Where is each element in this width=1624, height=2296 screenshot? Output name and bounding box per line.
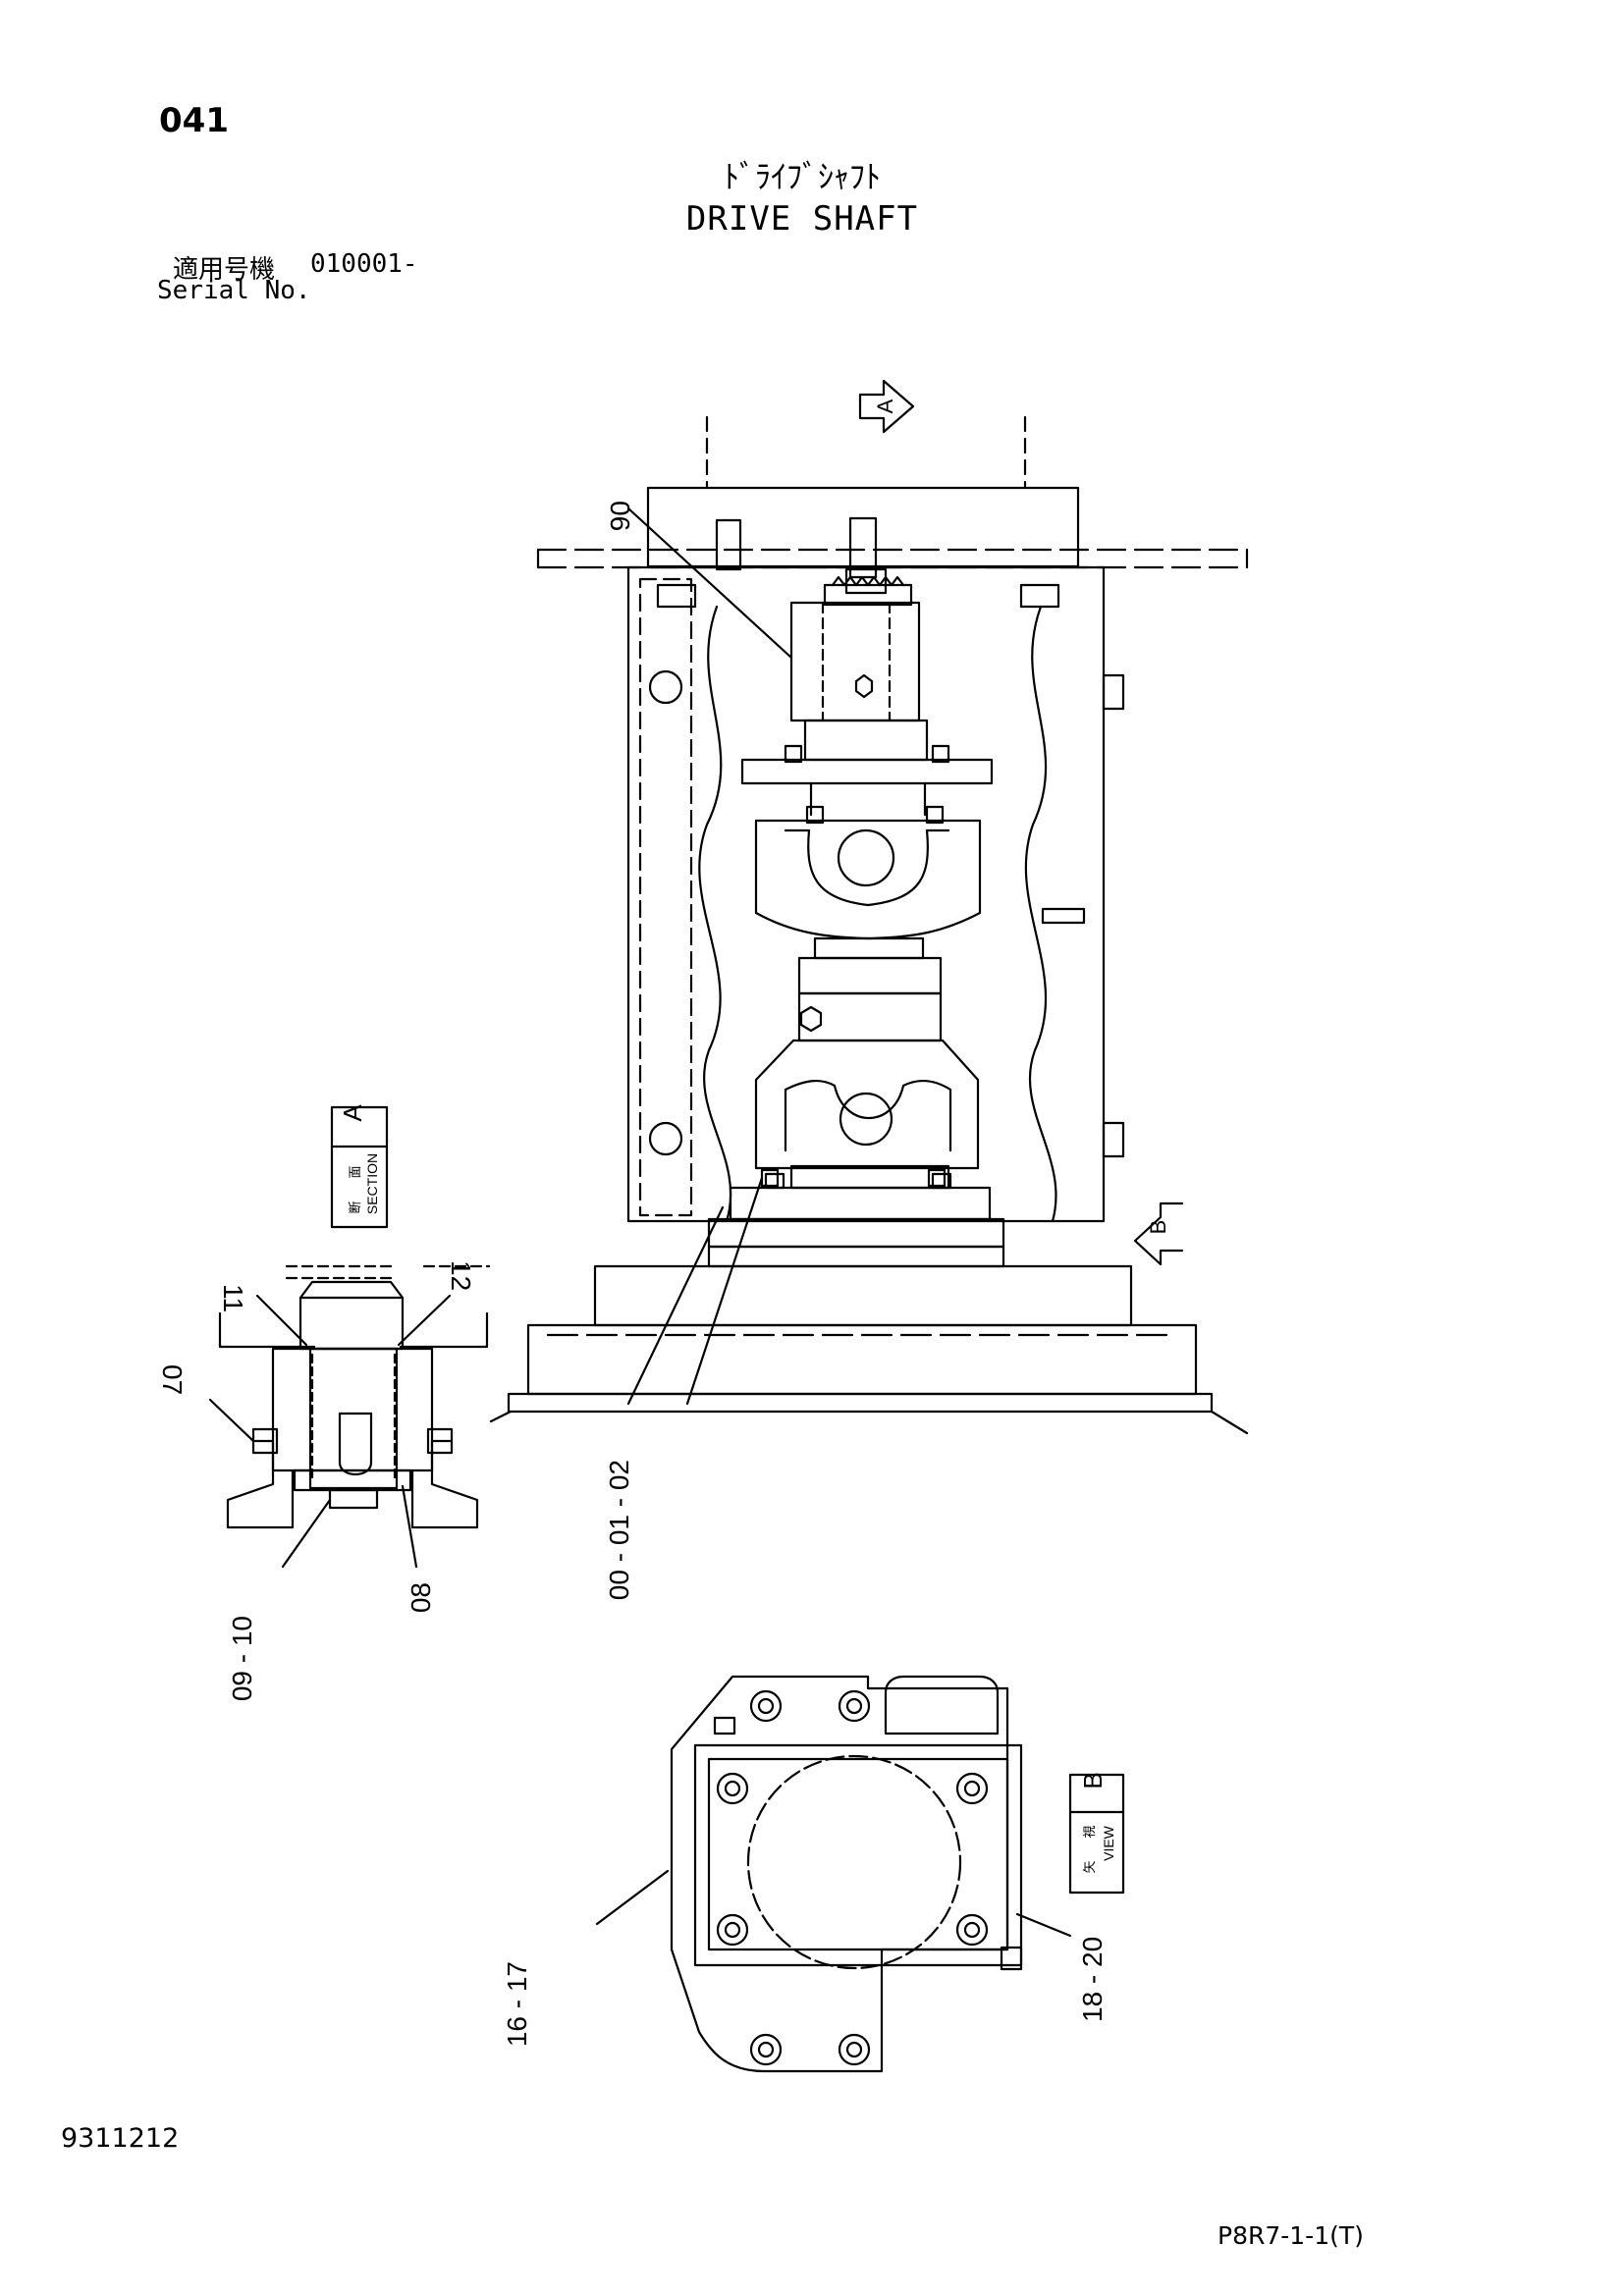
serial-range: 010001-	[310, 249, 418, 279]
callout-09-10: 09 - 10	[227, 1616, 257, 1701]
view-jp-bottom: 視	[1082, 1825, 1097, 1838]
view-arrow-b: B	[1133, 1201, 1184, 1266]
callout-08: 08	[406, 1582, 436, 1613]
section-a-view	[208, 1264, 491, 1569]
view-b-label: B 矢 視 VIEW	[1068, 1772, 1125, 1895]
section-jp-bottom: 面	[348, 1165, 362, 1178]
view-jp-top: 矢	[1082, 1860, 1097, 1873]
section-letter: A	[338, 1104, 367, 1122]
view-b	[595, 1675, 1072, 2073]
callout-00-01-02: 00 - 01 - 02	[604, 1460, 634, 1600]
section-en: SECTION	[364, 1153, 380, 1214]
view-b-bolts	[716, 1689, 989, 2066]
section-jp-top: 断	[348, 1201, 362, 1213]
page-number: 041	[159, 101, 229, 140]
document-id: 9311212	[61, 2123, 180, 2154]
view-letter: B	[1078, 1772, 1108, 1789]
serial-label-japanese: 適用号機	[173, 255, 276, 285]
section-a-label: A 断 面 SECTION	[330, 1104, 389, 1229]
callout-18-20: 18 - 20	[1077, 1937, 1108, 2022]
title-japanese: ﾄﾞﾗｲﾌﾞｼｬﾌﾄ	[723, 158, 881, 195]
main-side-view	[489, 415, 1249, 1435]
view-arrow-b-label: B	[1146, 1220, 1170, 1235]
callout-07: 07	[157, 1364, 188, 1395]
page-title: DRIVE SHAFT	[685, 199, 919, 239]
callout-12: 12	[446, 1260, 476, 1291]
view-arrow-a: A	[858, 379, 915, 434]
callout-11: 11	[218, 1284, 248, 1312]
serial-label: Serial No.	[157, 276, 311, 305]
callout-06: 06	[605, 501, 635, 531]
view-arrow-a-label: A	[873, 399, 897, 413]
callout-16-17: 16 - 17	[502, 1961, 532, 2047]
reference-code: P8R7-1-1(T)	[1218, 2221, 1364, 2250]
view-en: VIEW	[1101, 1825, 1116, 1861]
